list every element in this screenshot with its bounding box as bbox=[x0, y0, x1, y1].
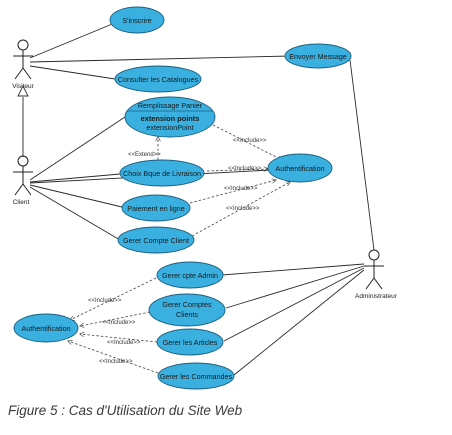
generalization-arrowhead bbox=[17, 84, 29, 97]
assoc-admin-articles bbox=[223, 267, 365, 342]
assoc-visiteur-consulter bbox=[29, 65, 116, 80]
uc-gerer-comptes-clients[interactable] bbox=[148, 293, 226, 327]
uc-sinscrire[interactable] bbox=[109, 6, 165, 34]
label-include-cpte-admin: <<Include>> bbox=[88, 298, 122, 304]
dep-comptes-clients-auth bbox=[80, 311, 151, 326]
uc-label-gerer-commandes: Gerer les Commandes bbox=[160, 372, 233, 381]
uc-label-gerer-cpte-admin: Gerer cpte Admin bbox=[162, 271, 218, 280]
uc-label-authentification-1: Authentification bbox=[275, 164, 324, 173]
use-case-diagram: <<Include>> <<Extend>> <<Include>> <<Inc… bbox=[12, 6, 398, 390]
uc-label-consulter: Consulter les Catalogues bbox=[118, 75, 199, 84]
assoc-admin-envoyer bbox=[349, 59, 375, 251]
uc-label-choix: Choix Bque de Livraison bbox=[123, 169, 201, 178]
label-include-commandes: <<Include>> bbox=[99, 359, 133, 365]
dep-remplissage-auth bbox=[212, 124, 282, 160]
uc-label-gerer-compte-client: Gerer Compte Client bbox=[123, 236, 189, 245]
assoc-admin-commandes bbox=[233, 269, 365, 376]
uc-label-extension-point: extensionPoint bbox=[146, 123, 193, 132]
uc-label-clients: Clients bbox=[176, 310, 198, 319]
label-include-paiement: <<Include>> bbox=[224, 186, 258, 192]
assoc-client-paiement bbox=[29, 184, 123, 208]
dependencies bbox=[68, 124, 290, 374]
label-include-gerer-compte: <<Include>> bbox=[226, 206, 260, 212]
assoc-client-choix bbox=[29, 173, 121, 183]
uc-label-gerer-comptes: Gerer Comptes bbox=[162, 300, 212, 309]
label-include-articles: <<Include>> bbox=[107, 340, 141, 346]
uc-label-gerer-articles: Gerer les Articles bbox=[163, 338, 218, 347]
uc-consulter-catalogues[interactable] bbox=[114, 65, 202, 93]
relation-labels: <<Include>> <<Extend>> <<Include>> <<Inc… bbox=[88, 138, 267, 365]
uc-authentification-admin[interactable] bbox=[13, 313, 79, 343]
uc-gerer-compte-client[interactable] bbox=[117, 226, 195, 254]
actor-client-head bbox=[17, 155, 29, 167]
label-include-choix: <<Include>> bbox=[228, 166, 262, 172]
dep-commandes-auth bbox=[68, 341, 159, 374]
actor-administrateur-label: Administrateur bbox=[355, 293, 398, 300]
uc-label-envoyer: Envoyer Message bbox=[289, 52, 347, 61]
actor-visiteur bbox=[13, 39, 33, 80]
dep-choix-auth bbox=[206, 169, 268, 171]
uc-gerer-articles[interactable] bbox=[156, 328, 224, 356]
uc-label-extension-points: extension points bbox=[141, 114, 200, 123]
uc-envoyer-message[interactable] bbox=[284, 43, 352, 69]
uc-choix-livraison[interactable] bbox=[119, 159, 205, 187]
uc-label-remplissage: Remplissage Panier bbox=[138, 101, 203, 110]
uc-label-authentification-2: Authentification bbox=[21, 324, 70, 333]
actor-visiteur-label: Visiteur bbox=[12, 83, 34, 90]
label-include-comptes-clients: <<Include>> bbox=[102, 320, 136, 326]
dep-articles-auth bbox=[80, 334, 158, 343]
uc-label-paiement: Paiement en ligne bbox=[127, 204, 185, 213]
dep-paiement-auth bbox=[189, 180, 276, 204]
uc-paiement-ligne[interactable] bbox=[121, 194, 191, 222]
uc-remplissage-panier[interactable] bbox=[124, 96, 216, 138]
dep-cpte-admin-auth bbox=[70, 277, 157, 320]
figure-caption: Figure 5 : Cas d'Utilisation du Site Web bbox=[8, 403, 243, 418]
actor-client-label: Client bbox=[13, 199, 30, 206]
label-include-remplissage: <<Include>> bbox=[233, 138, 267, 144]
uc-gerer-cpte-admin[interactable] bbox=[156, 261, 224, 289]
actor-client bbox=[13, 155, 33, 196]
assoc-client-gerer-compte bbox=[29, 186, 121, 241]
use-case-labels: S'inscrire Consulter les Catalogues Envo… bbox=[21, 16, 346, 381]
actor-visiteur-head bbox=[17, 39, 29, 51]
actor-administrateur bbox=[364, 249, 384, 290]
use-cases bbox=[13, 6, 352, 390]
actor-admin-head bbox=[368, 249, 380, 261]
dep-gerer-compte-auth bbox=[191, 182, 290, 237]
assoc-visiteur-envoyer bbox=[29, 55, 291, 63]
assoc-admin-comptes bbox=[225, 265, 365, 309]
uc-gerer-commandes[interactable] bbox=[157, 362, 235, 390]
assoc-visiteur-sinscrire bbox=[29, 19, 123, 59]
label-extend-choix: <<Extend>> bbox=[128, 152, 161, 158]
assoc-client-remplissage bbox=[29, 114, 129, 181]
uc-authentification-client[interactable] bbox=[267, 153, 333, 183]
assoc-admin-cpte bbox=[221, 263, 365, 276]
uc-label-sinscrire: S'inscrire bbox=[122, 16, 151, 25]
